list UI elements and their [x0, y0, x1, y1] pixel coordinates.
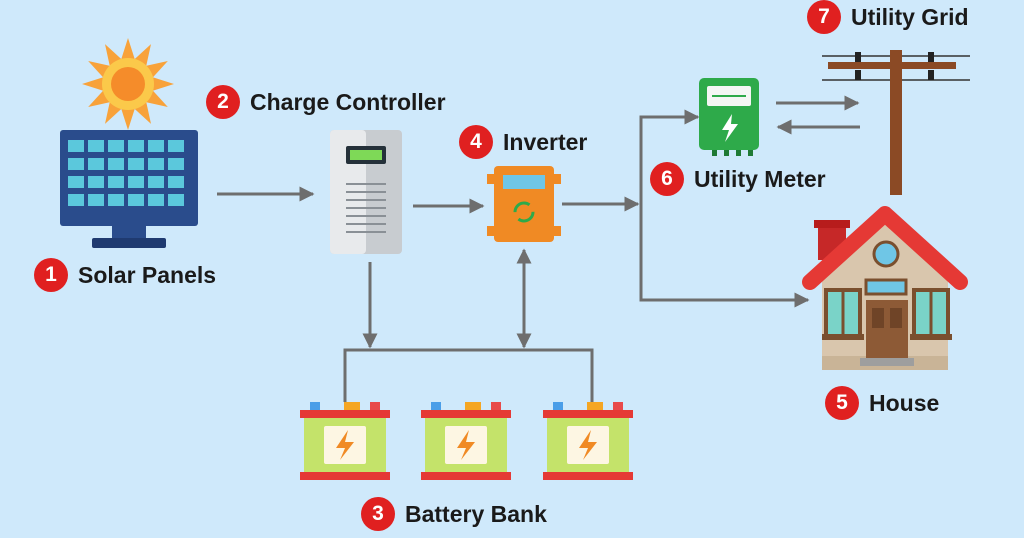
inverter-icon — [487, 166, 561, 242]
number-badge: 3 — [361, 497, 395, 531]
flow-to-house — [639, 204, 810, 308]
label-text: Utility Meter — [694, 165, 826, 192]
utility-pole-icon — [822, 50, 970, 195]
label-text: Charge Controller — [250, 88, 446, 115]
solar-panel-icon — [60, 130, 198, 248]
number-badge: 7 — [807, 0, 841, 34]
number-badge: 2 — [206, 85, 240, 119]
house-icon — [802, 206, 968, 370]
label-text: Utility Grid — [851, 3, 969, 30]
label-text: Battery Bank — [405, 500, 547, 527]
charge-controller-icon — [330, 130, 402, 254]
number-badge: 1 — [34, 258, 68, 292]
utility-meter-icon — [699, 78, 759, 156]
label-house: 5 House — [825, 386, 939, 420]
label-solar-panels: 1 Solar Panels — [34, 258, 216, 292]
flow-lines — [217, 95, 860, 402]
number-badge: 5 — [825, 386, 859, 420]
label-text: Solar Panels — [78, 261, 217, 288]
battery-icon — [543, 402, 633, 480]
label-text: House — [869, 389, 940, 416]
label-battery-bank: 3 Battery Bank — [361, 497, 547, 531]
battery-icon — [421, 402, 511, 480]
label-utility-meter: 6 Utility Meter — [650, 162, 826, 196]
label-charge-controller: 2 Charge Controller — [206, 85, 446, 119]
flow-to-meter — [639, 109, 700, 300]
battery-bus-line — [343, 348, 594, 402]
label-utility-grid: 7 Utility Grid — [807, 0, 969, 34]
label-inverter: 4 Inverter — [459, 125, 587, 159]
number-badge: 6 — [650, 162, 684, 196]
number-badge: 4 — [459, 125, 493, 159]
sun-icon — [82, 38, 174, 130]
label-text: Inverter — [503, 128, 588, 155]
battery-icon — [300, 402, 390, 480]
